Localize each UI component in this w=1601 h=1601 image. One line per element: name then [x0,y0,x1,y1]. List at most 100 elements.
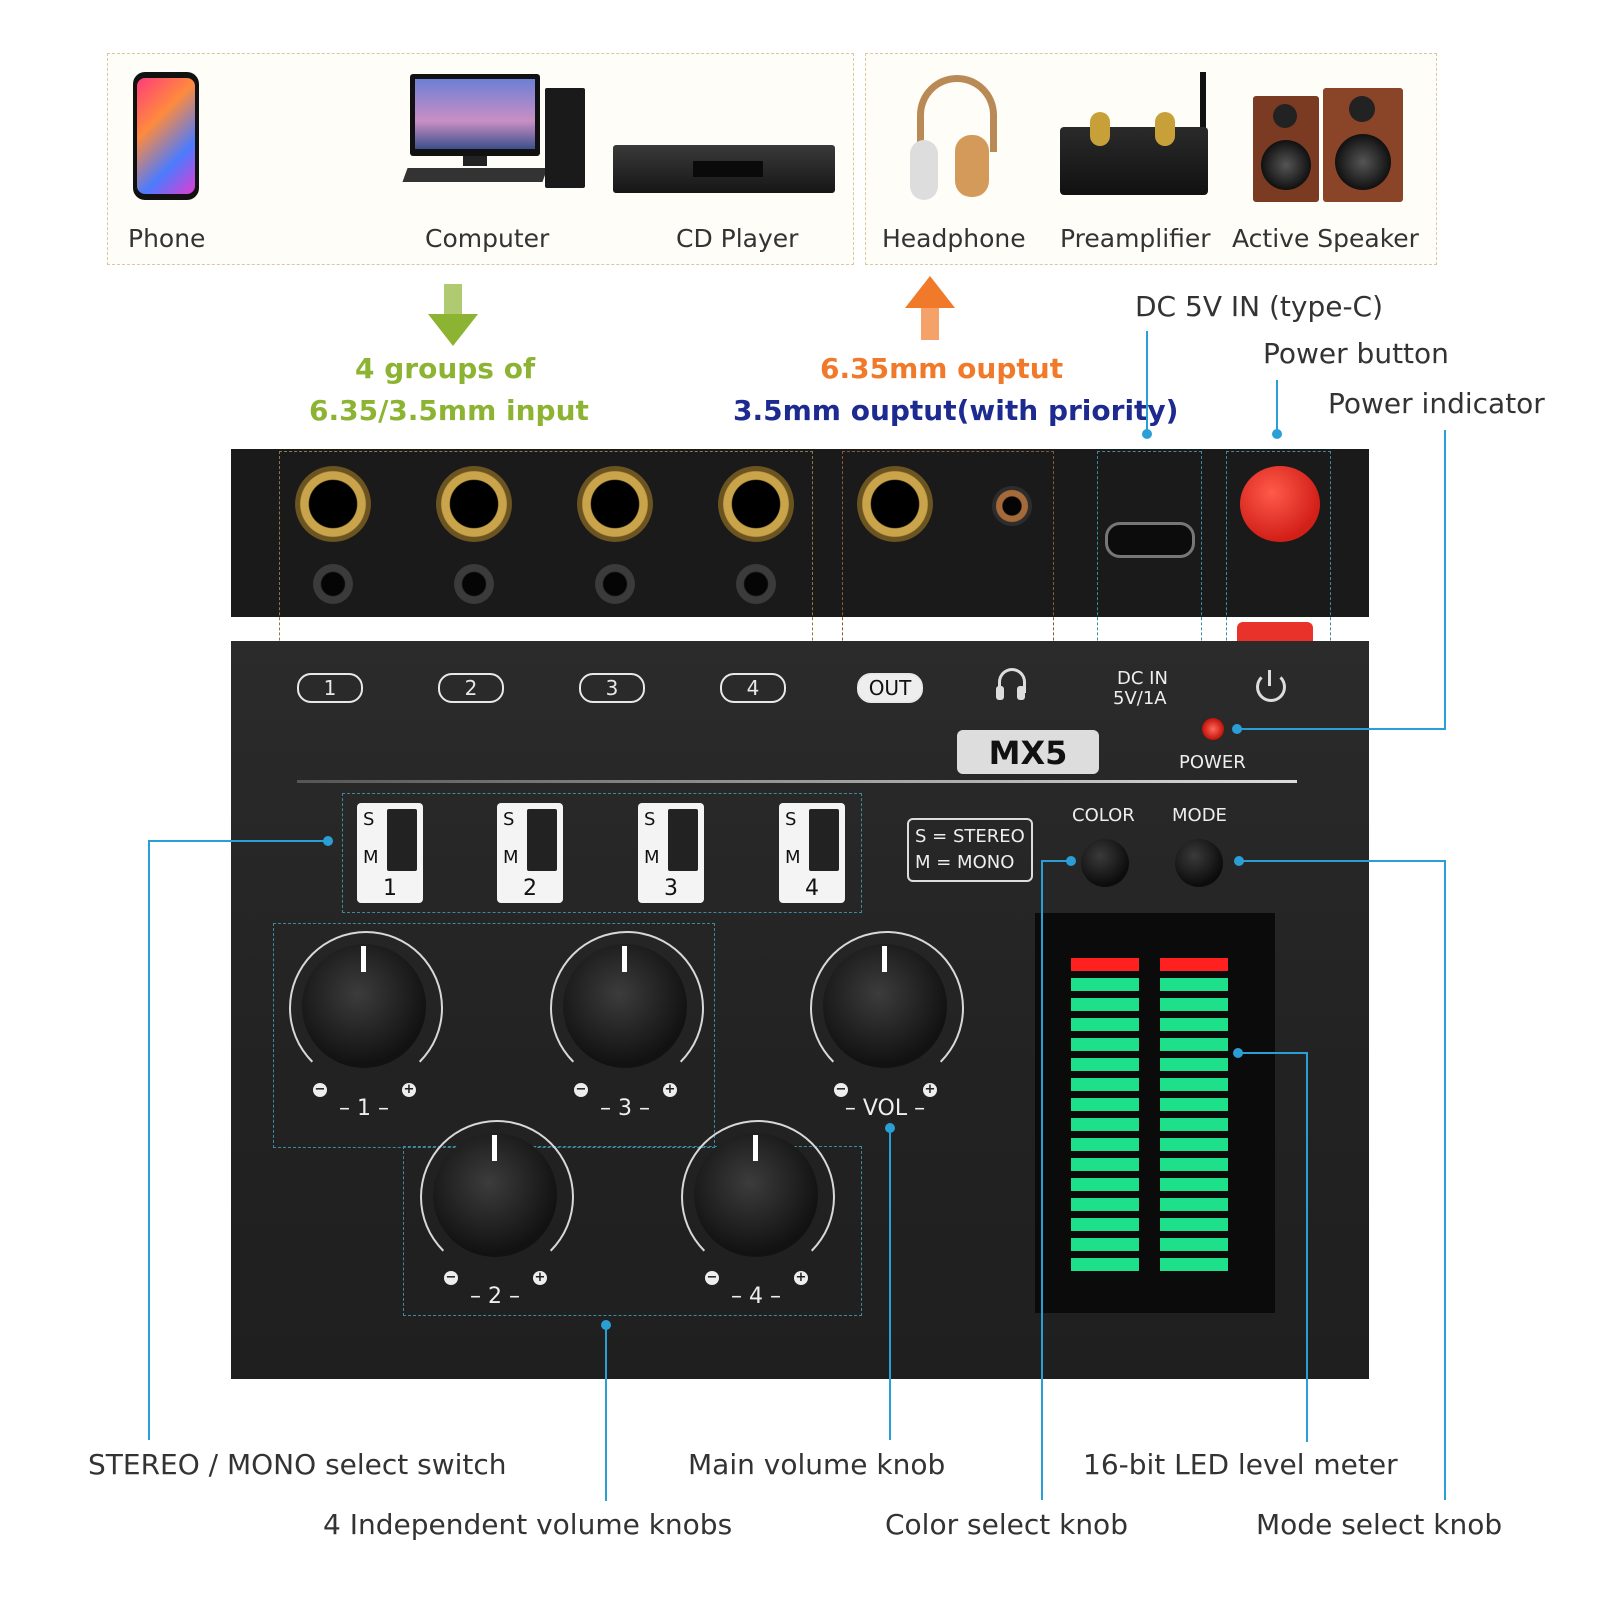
input-minijack-3 [595,564,635,604]
output-arrow-icon [905,276,955,340]
brand-stripe [297,780,1297,783]
out-label: OUT [857,673,923,703]
vol-knob-scale [810,931,964,1085]
power-symbol-icon [1256,670,1286,702]
meter-segment [1160,1038,1228,1051]
color-knob[interactable] [1081,839,1129,887]
color-label: COLOR [1072,805,1135,826]
meter-segment [1160,1118,1228,1131]
minus-icon: − [834,1082,848,1097]
minus-icon: − [444,1270,458,1285]
meter-segment [1071,958,1139,971]
meter-segment [1160,1058,1228,1071]
preamplifier-label: Preamplifier [1060,224,1211,253]
mode-knob[interactable] [1175,839,1223,887]
meter-segment [1071,1178,1139,1191]
knob-3-scale [550,931,704,1085]
speaker-icon [1253,88,1413,206]
knob-2-label: – 2 – [470,1284,520,1309]
callout-line [1238,1052,1308,1054]
independent-knobs-annotation: 4 Independent volume knobs [323,1508,733,1541]
meter-segment [1071,1118,1139,1131]
plus-icon: + [794,1270,808,1285]
meter-segment [1160,1078,1228,1091]
led-level-meter [1035,913,1275,1313]
meter-segment [1160,1198,1228,1211]
model-badge: MX5 [957,730,1099,774]
power-button[interactable] [1240,466,1320,542]
meter-segment [1160,1258,1228,1271]
meter-segment [1071,1218,1139,1231]
minus-icon: − [313,1082,327,1097]
stereo-mono-legend: S = STEREO M = MONO [907,818,1033,882]
meter-segment [1071,1058,1139,1071]
cd-player-icon [613,145,835,193]
meter-segment [1160,1138,1228,1151]
power-indicator-annotation: Power indicator [1328,387,1545,420]
power-label: POWER [1179,752,1246,773]
input-jack-1 [295,466,371,542]
vol-knob-label: – VOL – [844,1096,926,1121]
knob-4-scale [681,1120,835,1274]
input-jack-3 [577,466,653,542]
plus-icon: + [533,1270,547,1285]
meter-segment [1071,1198,1139,1211]
mode-knob-annotation: Mode select knob [1256,1508,1503,1541]
minus-icon: − [574,1082,588,1097]
headphone-minijack [992,486,1032,526]
dc-in-annotation: DC 5V IN (type-C) [1135,290,1384,323]
callout-line [1306,1052,1308,1442]
output-jack [857,466,933,542]
headphone-symbol-icon [996,668,1026,702]
callout-line [889,1128,891,1440]
meter-segment [1160,1158,1228,1171]
output-annotation-line1: 6.35mm ouptut [820,352,1064,385]
cd-player-label: CD Player [676,224,799,253]
meter-segment [1071,1258,1139,1271]
phone-label: Phone [128,224,206,253]
meter-segment [1160,1238,1228,1251]
meter-segment [1071,1038,1139,1051]
meter-segment [1160,1018,1228,1031]
main-volume-annotation: Main volume knob [688,1448,946,1481]
callout-line [605,1325,607,1501]
knob-1-label: – 1 – [339,1096,389,1121]
meter-segment [1160,1178,1228,1191]
meter-segment [1160,978,1228,991]
plus-icon: + [402,1082,416,1097]
input-arrow-icon [428,284,478,346]
power-led [1202,718,1224,740]
output-annotation-line2: 3.5mm ouptut(with priority) [733,394,1179,427]
headphone-icon [905,75,1005,205]
callout-line [1237,728,1446,730]
usb-c-port [1105,522,1195,558]
knob-group-outline-lower [403,1146,862,1316]
computer-icon [402,72,595,200]
color-knob-annotation: Color select knob [885,1508,1128,1541]
input-minijack-4 [736,564,776,604]
callout-line [148,840,150,1440]
input-annotation-line2: 6.35/3.5mm input [309,394,589,427]
computer-label: Computer [425,224,550,253]
meter-segment [1071,1018,1139,1031]
headphone-label: Headphone [882,224,1026,253]
led-meter-annotation: 16-bit LED level meter [1083,1448,1398,1481]
callout-line [148,840,328,842]
knob-2-scale [420,1120,574,1274]
input-minijack-2 [454,564,494,604]
input-annotation-line1: 4 groups of [355,352,536,385]
input-jack-4 [718,466,794,542]
callout-line [1444,430,1446,729]
callout-line [1041,860,1071,862]
meter-segment [1071,1078,1139,1091]
port-label-3: 3 [579,673,645,703]
plus-icon: + [923,1082,937,1097]
meter-segment [1160,998,1228,1011]
callout-line [1444,860,1446,1500]
callout-line [1239,860,1446,862]
input-minijack-1 [313,564,353,604]
